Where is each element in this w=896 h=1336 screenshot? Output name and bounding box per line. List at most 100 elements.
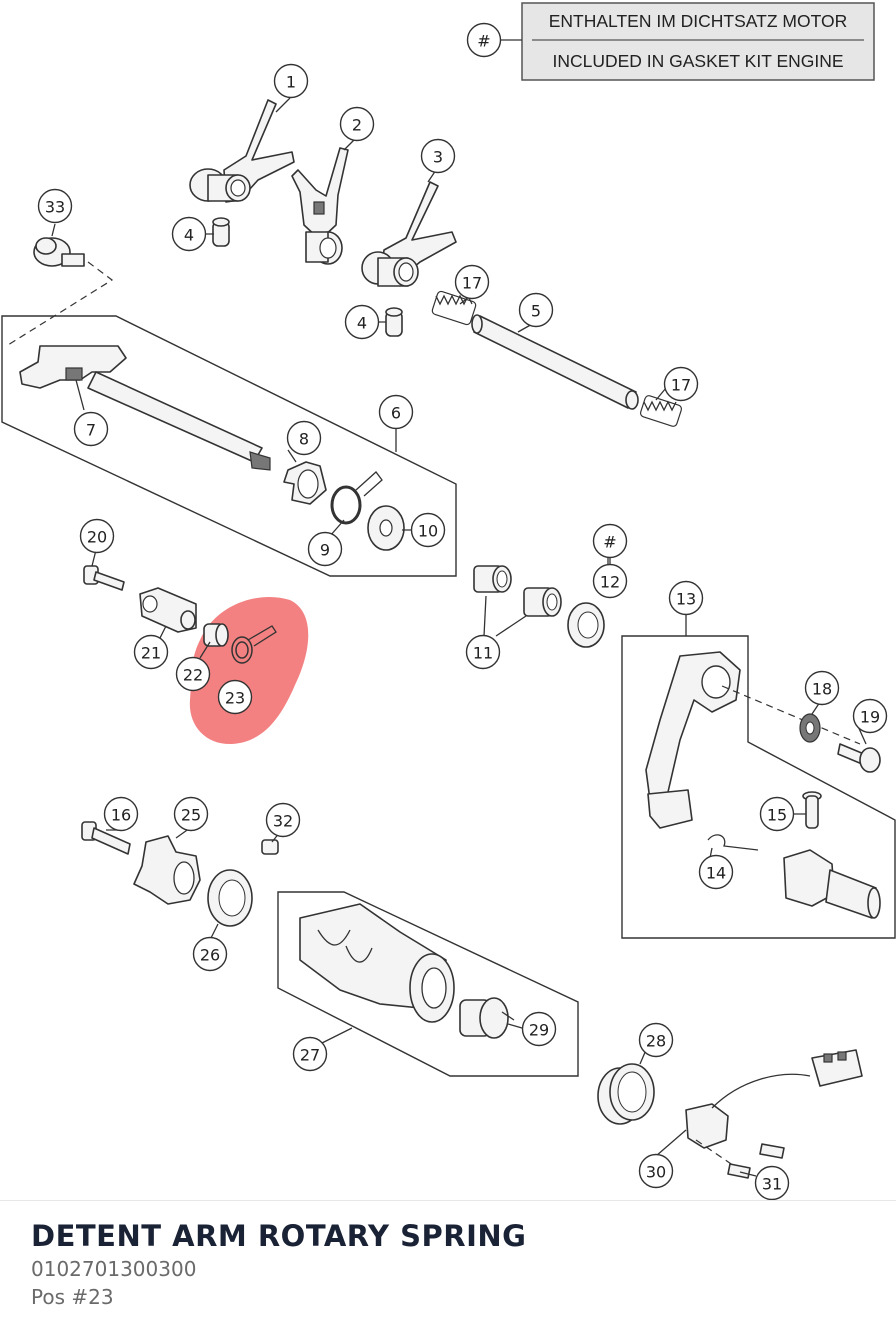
callout-c10-label: 10 [418, 522, 438, 541]
callout-c6[interactable]: 6 [378, 394, 414, 430]
guide-pin-4b [385, 307, 403, 337]
callout-c21-circle [133, 634, 169, 670]
callout-c18[interactable]: 18 [804, 670, 840, 706]
callout-c9-label: 9 [320, 541, 330, 560]
seal-26 [207, 869, 253, 927]
callout-c32[interactable]: 32 [265, 802, 301, 838]
callout-c29-circle [521, 1011, 557, 1047]
bolt-19 [837, 743, 881, 773]
callout-c12hash-label: # [603, 533, 616, 552]
callout-c16[interactable]: 16 [103, 796, 139, 832]
screw-31 [727, 1143, 785, 1179]
callout-c27-label: 27 [300, 1046, 320, 1065]
callout-c29[interactable]: 29 [521, 1011, 557, 1047]
part-33 [33, 237, 85, 267]
part-number: 0102701300300 [31, 1257, 197, 1281]
callout-c14[interactable]: 14 [698, 854, 734, 890]
callout-c5-circle [518, 292, 554, 328]
washer-10 [367, 505, 405, 551]
callout-c2-circle [339, 106, 375, 142]
callout-c26-label: 26 [200, 946, 220, 965]
callout-c33[interactable]: 33 [37, 188, 73, 224]
shift-drum-27 [299, 903, 455, 1023]
callout-c30-label: 30 [646, 1163, 666, 1182]
shift-fork-3 [361, 181, 457, 287]
callout-c23-label: 23 [225, 689, 245, 708]
callout-c28[interactable]: 28 [638, 1022, 674, 1058]
callout-c9-circle [307, 531, 343, 567]
callout-c31-label: 31 [762, 1175, 782, 1194]
part-position: Pos #23 [31, 1285, 114, 1309]
legend-line-2: INCLUDED IN GASKET KIT ENGINE [552, 51, 843, 71]
pin-15 [802, 791, 822, 829]
callout-c17a[interactable]: 17 [454, 264, 490, 300]
callout-c11[interactable]: 11 [465, 634, 501, 670]
callout-c7[interactable]: 7 [73, 411, 109, 447]
callout-c11-circle [465, 634, 501, 670]
rotary-spring-23 [231, 625, 277, 664]
callout-c9[interactable]: 9 [307, 531, 343, 567]
callout-c15-circle [759, 796, 795, 832]
callout-c32-label: 32 [273, 812, 293, 831]
callout-c17a-label: 17 [462, 274, 482, 293]
callout-c8-circle [286, 420, 322, 456]
screw-32 [261, 839, 279, 855]
callout-c8-label: 8 [299, 430, 309, 449]
callout-c33-label: 33 [45, 198, 65, 217]
shift-drum-locating-25 [133, 835, 201, 905]
callout-c3[interactable]: 3 [420, 138, 456, 174]
callout-c12[interactable]: 12 [592, 563, 628, 599]
callout-c4b-label: 4 [357, 314, 367, 333]
callout-c23-circle [217, 679, 253, 715]
callout-c13[interactable]: 13 [668, 580, 704, 616]
callout-c4b[interactable]: 4 [344, 304, 380, 340]
callout-c15[interactable]: 15 [759, 796, 795, 832]
callout-c4a-label: 4 [184, 226, 194, 245]
callout-c4a[interactable]: 4 [171, 216, 207, 252]
callout-c16-label: 16 [111, 806, 131, 825]
callout-c30-circle [638, 1153, 674, 1189]
callout-c17b-label: 17 [671, 376, 691, 395]
bolt-16 [81, 821, 131, 855]
callout-c25[interactable]: 25 [173, 796, 209, 832]
callout-c10-circle [410, 512, 446, 548]
callout-c19-circle [852, 698, 888, 734]
callout-c10[interactable]: 10 [410, 512, 446, 548]
legend-box: ENTHALTEN IM DICHTSATZ MOTOR INCLUDED IN… [521, 2, 875, 81]
callout-c26[interactable]: 26 [192, 936, 228, 972]
callout-c6-circle [378, 394, 414, 430]
part-info-panel: DETENT ARM ROTARY SPRING 0102701300300 P… [0, 1200, 896, 1336]
callout-c17a-circle [454, 264, 490, 300]
bolt-20 [83, 565, 125, 591]
callout-c22[interactable]: 22 [175, 656, 211, 692]
legend-hash-callout[interactable]: # [466, 22, 502, 58]
callout-c29-label: 29 [529, 1021, 549, 1040]
bushing-22 [203, 623, 229, 647]
callout-c21[interactable]: 21 [133, 634, 169, 670]
callout-c19[interactable]: 19 [852, 698, 888, 734]
callout-c20-circle [79, 518, 115, 554]
callout-c16-circle [103, 796, 139, 832]
callout-c22-label: 22 [183, 666, 203, 685]
callout-c25-circle [173, 796, 209, 832]
callout-c23[interactable]: 23 [217, 679, 253, 715]
callout-c1[interactable]: 1 [273, 63, 309, 99]
part-8 [283, 461, 327, 505]
callout-c17b[interactable]: 17 [663, 366, 699, 402]
callout-c31-circle [754, 1165, 790, 1200]
callout-c25-label: 25 [181, 806, 201, 825]
callout-c27[interactable]: 27 [292, 1036, 328, 1072]
callout-c12hash[interactable]: # [592, 523, 628, 559]
legend-hash-callout-circle [466, 22, 502, 58]
callout-c8[interactable]: 8 [286, 420, 322, 456]
callout-c30[interactable]: 30 [638, 1153, 674, 1189]
spring-17b [639, 395, 683, 427]
callout-c20[interactable]: 20 [79, 518, 115, 554]
seal-12 [567, 602, 605, 648]
callout-c31[interactable]: 31 [754, 1165, 790, 1200]
callout-c33-circle [37, 188, 73, 224]
part-9 [330, 471, 383, 525]
callout-c5[interactable]: 5 [518, 292, 554, 328]
callout-c2[interactable]: 2 [339, 106, 375, 142]
callout-c1-label: 1 [286, 73, 296, 92]
